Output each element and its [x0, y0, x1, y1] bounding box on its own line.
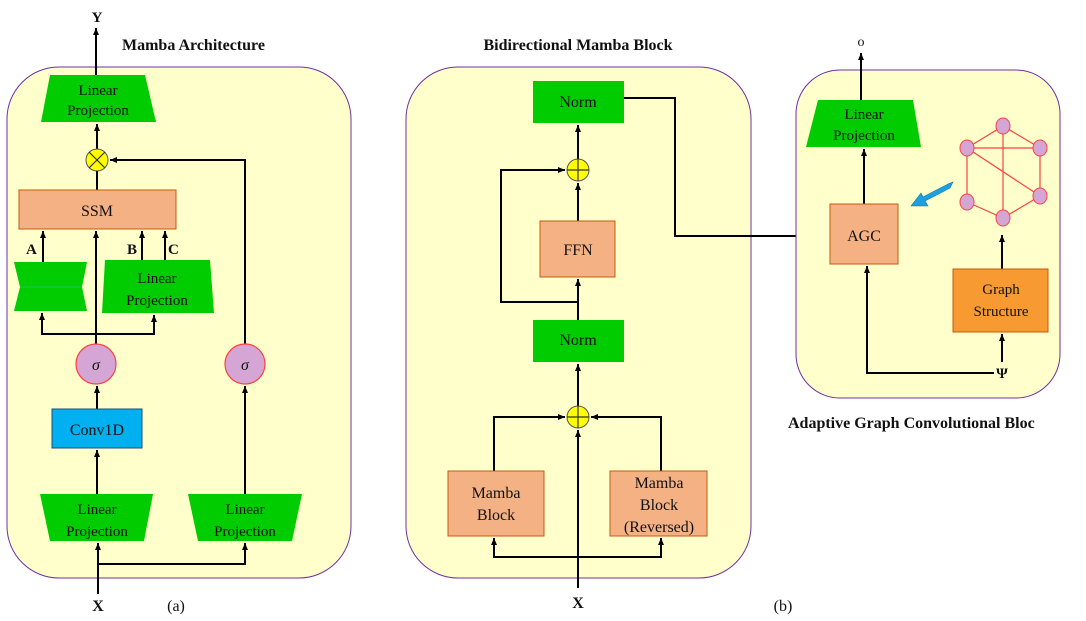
- ssm-box: SSM: [18, 189, 177, 230]
- output-o-label: o: [858, 35, 865, 50]
- add-operator-top: [566, 158, 590, 182]
- conv1d-box: Conv1D: [51, 408, 143, 449]
- svg-text:Mamba: Mamba: [472, 485, 521, 502]
- arrow-x-to-right-proj: [98, 543, 248, 565]
- svg-text:Projection: Projection: [214, 524, 276, 540]
- panel-c-title: Adaptive Graph Convolutional Bloc: [788, 415, 1035, 432]
- svg-text:SSM: SSM: [81, 203, 113, 220]
- arrow-psi-to-agc: [864, 266, 994, 374]
- graph-node: [959, 193, 975, 211]
- ffn-box: FFN: [539, 220, 616, 278]
- svg-text:Norm: Norm: [559, 332, 597, 349]
- mamba-block-left: Mamba Block: [447, 470, 545, 537]
- svg-text:Projection: Projection: [67, 103, 129, 119]
- graph-node: [1032, 187, 1048, 205]
- a-projection-shape: [14, 262, 87, 311]
- norm-bottom-box: Norm: [533, 320, 624, 362]
- panel-a-title: Mamba Architecture: [122, 37, 265, 54]
- svg-text:Block: Block: [640, 497, 678, 514]
- branch-to-mamba-right: [578, 538, 664, 558]
- panel-b-title: Bidirectional Mamba Block: [483, 37, 672, 54]
- agc-box: AGC: [829, 203, 899, 265]
- arrow-mamba-right-to-add: [591, 414, 662, 471]
- graph-node: [959, 139, 975, 157]
- graph-structure-box: Graph Structure: [952, 268, 1049, 333]
- svg-text:Mamba: Mamba: [635, 475, 684, 492]
- branch-to-mamba-left: [491, 538, 578, 558]
- input-x-label: X: [92, 598, 104, 615]
- svg-text:Graph: Graph: [982, 282, 1020, 298]
- psi-label: Ψ: [996, 366, 1008, 382]
- graph-linear-projection: Linear Projection: [806, 100, 921, 147]
- branch-left: [39, 313, 96, 335]
- svg-text:Linear: Linear: [137, 271, 176, 287]
- svg-text:Structure: Structure: [974, 304, 1029, 320]
- svg-text:Linear: Linear: [77, 502, 116, 518]
- panel-a-caption: (a): [167, 598, 185, 615]
- bc-linear-projection: Linear Projection: [102, 260, 214, 313]
- param-b-label: B: [127, 242, 137, 258]
- mamba-block-reversed: Mamba Block (Reversed): [609, 470, 708, 537]
- input-x-label-b: X: [572, 595, 584, 612]
- top-linear-projection: Linear Projection: [41, 75, 156, 122]
- param-a-label: A: [26, 242, 37, 258]
- panel-c: o Linear Projection AGC: [788, 35, 1061, 432]
- graph-icon: [959, 117, 1048, 227]
- arrow-mamba-left-to-add: [493, 414, 565, 471]
- svg-text:Linear: Linear: [225, 502, 264, 518]
- svg-text:Conv1D: Conv1D: [70, 422, 124, 439]
- svg-text:Norm: Norm: [559, 94, 597, 111]
- multiply-operator: [85, 148, 109, 172]
- sigma-activation-right: σ: [224, 343, 266, 385]
- svg-text:σ: σ: [241, 357, 250, 374]
- branch-right: [96, 315, 157, 335]
- add-operator-bottom: [566, 405, 590, 429]
- svg-text:Linear: Linear: [844, 107, 883, 123]
- arrow-gate-to-mul: [110, 157, 246, 344]
- sigma-activation-left: σ: [75, 343, 117, 385]
- output-y-label: Y: [92, 10, 103, 26]
- svg-text:FFN: FFN: [563, 242, 593, 259]
- panel-b-caption: (b): [774, 598, 793, 615]
- graph-node: [1032, 139, 1048, 157]
- panel-a: Mamba Architecture Y Linear Projection S…: [6, 10, 352, 615]
- svg-text:Projection: Projection: [833, 128, 895, 144]
- svg-text:Block: Block: [477, 507, 515, 524]
- svg-text:AGC: AGC: [847, 228, 881, 245]
- bottom-left-linear-projection: Linear Projection: [40, 494, 153, 541]
- svg-text:σ: σ: [92, 357, 101, 374]
- graph-node: [995, 209, 1011, 227]
- svg-text:(Reversed): (Reversed): [624, 519, 694, 536]
- arrow-norm-to-agc: [624, 97, 828, 239]
- skip-connection: [500, 167, 578, 303]
- panel-b: Bidirectional Mamba Block Norm FFN Norm: [405, 37, 793, 615]
- blue-arrow-icon: [910, 181, 954, 207]
- svg-text:Projection: Projection: [66, 524, 128, 540]
- bottom-right-linear-projection: Linear Projection: [188, 494, 302, 541]
- norm-top-box: Norm: [533, 81, 624, 123]
- graph-node: [995, 117, 1011, 135]
- svg-text:Linear: Linear: [78, 83, 117, 99]
- param-c-label: C: [168, 242, 179, 258]
- svg-text:Projection: Projection: [126, 293, 188, 309]
